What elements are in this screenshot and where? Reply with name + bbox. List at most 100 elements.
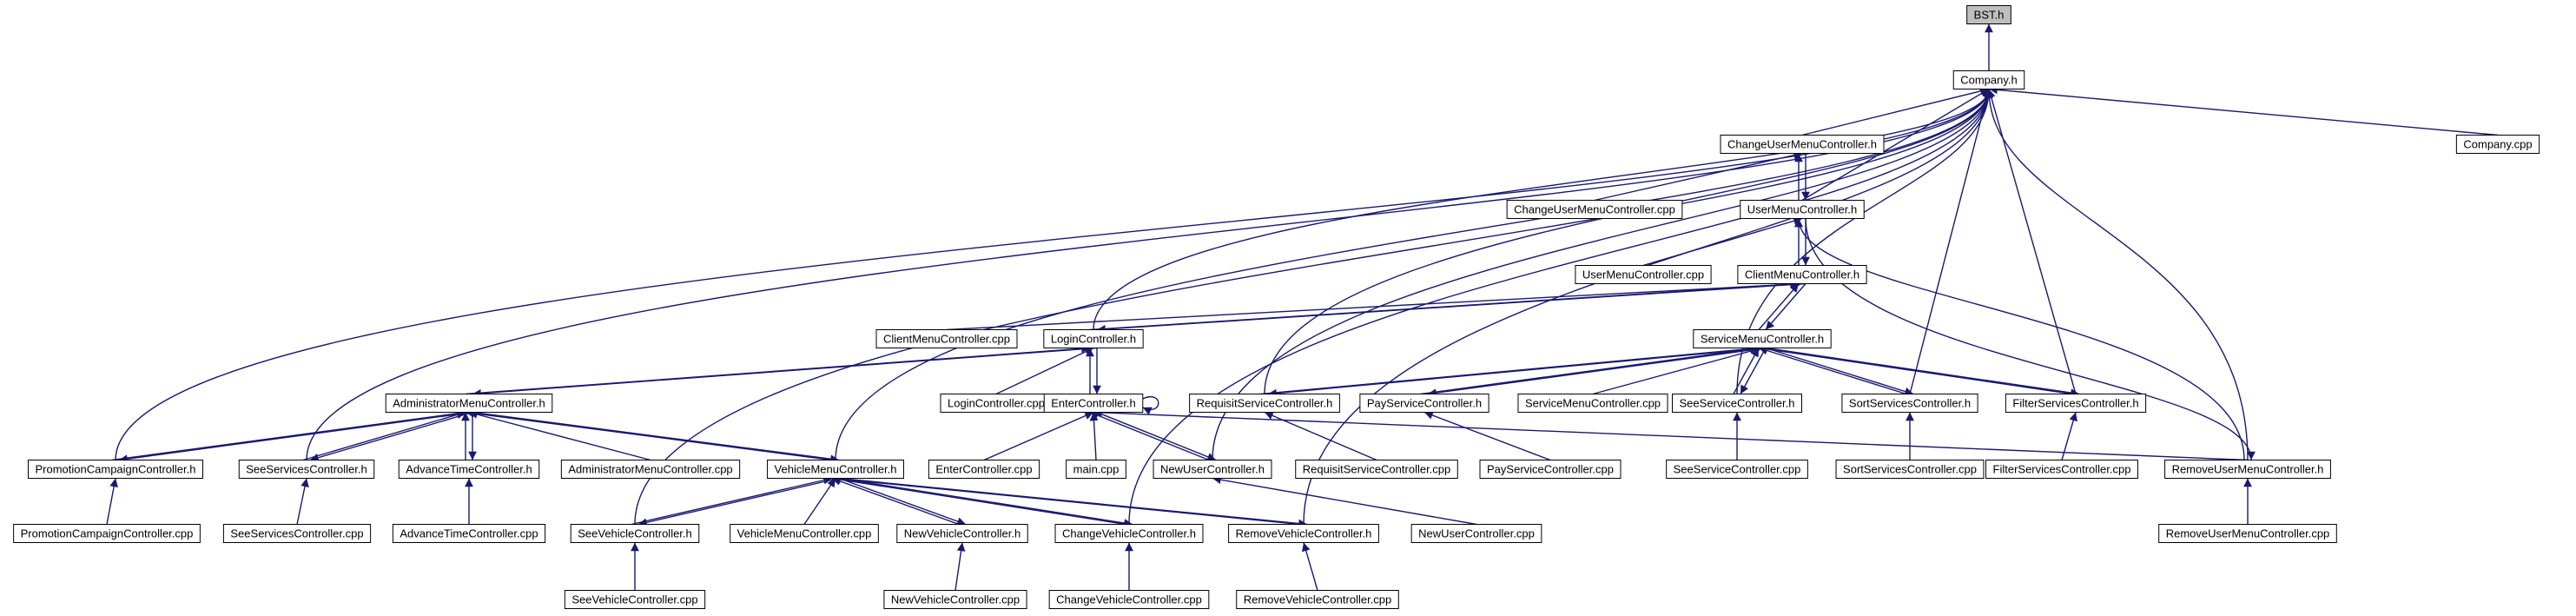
node-change-vehicle-controller-cpp[interactable]: ChangeVehicleController.cpp <box>1048 590 1210 609</box>
node-advance-time-controller-h[interactable]: AdvanceTimeController.h <box>398 460 540 479</box>
edge-see-vehicle-controller-h-to-company-h <box>634 89 1993 525</box>
node-new-user-controller-h[interactable]: NewUserController.h <box>1153 460 1272 479</box>
node-new-vehicle-controller-h[interactable]: NewVehicleController.h <box>896 524 1028 543</box>
node-see-vehicle-controller-cpp[interactable]: SeeVehicleController.cpp <box>564 590 706 609</box>
node-remove-user-menu-controller-cpp[interactable]: RemoveUserMenuController.cpp <box>2158 524 2337 543</box>
node-user-menu-controller-cpp[interactable]: UserMenuController.cpp <box>1575 265 1712 284</box>
node-box <box>1985 460 2138 479</box>
node-label: NewUserController.h <box>1160 463 1265 476</box>
node-enter-controller-h[interactable]: EnterController.h <box>1043 394 1144 413</box>
node-company-cpp[interactable]: Company.cpp <box>2455 135 2540 154</box>
node-box <box>928 460 1040 479</box>
node-label: SeeVehicleController.cpp <box>571 593 697 606</box>
node-filter-services-controller-cpp[interactable]: FilterServicesController.cpp <box>1985 460 2138 479</box>
node-label: ChangeUserMenuController.h <box>1727 138 1877 151</box>
node-remove-vehicle-controller-h[interactable]: RemoveVehicleController.h <box>1228 524 1379 543</box>
node-new-vehicle-controller-cpp[interactable]: NewVehicleController.cpp <box>883 590 1027 609</box>
edge-requisit-service-controller-h-to-service-menu-controller-h <box>1260 344 1760 395</box>
node-vehicle-menu-controller-h[interactable]: VehicleMenuController.h <box>767 460 904 479</box>
node-label: SortServicesController.h <box>1849 397 1971 410</box>
node-enter-controller-cpp[interactable]: EnterController.cpp <box>928 460 1040 479</box>
edge-promotion-campaign-controller-cpp-to-promotion-campaign-controller-h <box>106 478 118 525</box>
node-client-menu-controller-cpp[interactable]: ClientMenuController.cpp <box>875 329 1018 348</box>
node-service-menu-controller-cpp[interactable]: ServiceMenuController.cpp <box>1517 394 1668 413</box>
node-label: PromotionCampaignController.h <box>36 463 196 476</box>
node-administrator-menu-controller-cpp[interactable]: AdministratorMenuController.cpp <box>560 460 741 479</box>
node-box <box>1966 5 2011 24</box>
node-promotion-campaign-controller-h[interactable]: PromotionCampaignController.h <box>28 460 203 479</box>
node-box <box>1737 265 1867 284</box>
edge-requisit-service-controller-cpp-to-requisit-service-controller-h <box>1264 411 1377 461</box>
node-vehicle-menu-controller-cpp[interactable]: VehicleMenuController.cpp <box>730 524 879 543</box>
node-change-user-menu-controller-cpp[interactable]: ChangeUserMenuController.cpp <box>1506 200 1683 219</box>
node-advance-time-controller-cpp[interactable]: AdvanceTimeController.cpp <box>392 524 546 543</box>
node-box <box>1835 460 1985 479</box>
edge-login-controller-h-to-company-h <box>1093 89 1993 330</box>
node-administrator-menu-controller-h[interactable]: AdministratorMenuController.h <box>385 394 553 413</box>
node-see-service-controller-h[interactable]: SeeServiceController.h <box>1672 394 1802 413</box>
node-change-vehicle-controller-h[interactable]: ChangeVehicleController.h <box>1054 524 1204 543</box>
node-requisit-service-controller-cpp[interactable]: RequisitServiceController.cpp <box>1295 460 1458 479</box>
node-sort-services-controller-h[interactable]: SortServicesController.h <box>1841 394 1978 413</box>
node-requisit-service-controller-h[interactable]: RequisitServiceController.h <box>1189 394 1340 413</box>
node-box <box>1189 394 1340 413</box>
edge-service-menu-controller-h-to-pay-service-controller-h <box>1427 347 1767 398</box>
edge-vehicle-menu-controller-h-to-company-h <box>835 89 1993 460</box>
node-label: NewUserController.cpp <box>1418 527 1535 540</box>
edge-client-menu-controller-cpp-to-client-menu-controller-h <box>946 280 1803 331</box>
node-label: Company.h <box>1960 74 2018 87</box>
edge-sort-services-controller-h-to-company-h <box>1909 89 1991 394</box>
node-see-services-controller-cpp[interactable]: SeeServicesController.cpp <box>222 524 372 543</box>
node-see-vehicle-controller-h[interactable]: SeeVehicleController.h <box>570 524 700 543</box>
edge-administrator-menu-controller-h-to-vehicle-menu-controller-h <box>472 411 840 464</box>
edge-user-menu-controller-h-to-company-h <box>1801 88 1990 202</box>
node-sort-services-controller-cpp[interactable]: SortServicesController.cpp <box>1835 460 1985 479</box>
edge-service-menu-controller-h-to-requisit-service-controller-h <box>1267 347 1767 398</box>
node-pay-service-controller-cpp[interactable]: PayServiceController.cpp <box>1479 460 1622 479</box>
node-box <box>1506 200 1683 219</box>
node-box <box>1672 394 1802 413</box>
edge-administrator-menu-controller-h-to-see-services-controller-h <box>309 411 473 462</box>
node-remove-vehicle-controller-cpp[interactable]: RemoveVehicleController.cpp <box>1236 590 1399 609</box>
node-label: ChangeUserMenuController.cpp <box>1514 203 1675 216</box>
node-main-cpp[interactable]: main.cpp <box>1066 460 1126 479</box>
edge-new-user-controller-cpp-to-new-user-controller-h <box>1212 475 1477 526</box>
node-bst-h[interactable]: BST.h <box>1966 5 2011 24</box>
node-box <box>2158 524 2337 543</box>
edges-layer <box>106 23 2499 591</box>
edge-service-menu-controller-h-to-see-service-controller-h <box>1740 348 1767 394</box>
node-pay-service-controller-h[interactable]: PayServiceController.h <box>1359 394 1489 413</box>
edge-pay-service-controller-cpp-to-pay-service-controller-h <box>1423 411 1551 461</box>
node-box <box>398 460 540 479</box>
edge-login-controller-cpp-to-login-controller-h <box>995 347 1094 395</box>
node-see-service-controller-cpp[interactable]: SeeServiceController.cpp <box>1666 460 1808 479</box>
node-service-menu-controller-h[interactable]: ServiceMenuController.h <box>1693 329 1832 348</box>
node-box <box>1153 460 1272 479</box>
node-user-menu-controller-h[interactable]: UserMenuController.h <box>1740 200 1865 219</box>
node-change-user-menu-controller-h[interactable]: ChangeUserMenuController.h <box>1720 135 1885 154</box>
edge-change-vehicle-controller-h-to-company-h <box>1128 89 1993 525</box>
node-box <box>570 524 700 543</box>
edge-see-services-controller-h-to-administrator-menu-controller-h <box>302 410 466 461</box>
node-label: ClientMenuController.cpp <box>883 333 1010 346</box>
node-box <box>392 524 546 543</box>
node-login-controller-h[interactable]: LoginController.h <box>1043 329 1144 348</box>
node-new-user-controller-cpp[interactable]: NewUserController.cpp <box>1410 524 1542 543</box>
node-see-services-controller-h[interactable]: SeeServicesController.h <box>238 460 375 479</box>
edge-vehicle-menu-controller-h-to-see-vehicle-controller-h <box>637 477 840 527</box>
edge-pay-service-controller-h-to-service-menu-controller-h <box>1420 344 1760 395</box>
node-promotion-campaign-controller-cpp[interactable]: PromotionCampaignController.cpp <box>13 524 201 543</box>
node-box <box>767 460 904 479</box>
node-client-menu-controller-h[interactable]: ClientMenuController.h <box>1737 265 1867 284</box>
edge-promotion-campaign-controller-h-to-administrator-menu-controller-h <box>111 408 466 461</box>
node-label: PayServiceController.h <box>1367 397 1482 410</box>
node-remove-user-menu-controller-h[interactable]: RemoveUserMenuController.h <box>2164 460 2331 479</box>
node-label: main.cpp <box>1073 463 1120 476</box>
node-filter-services-controller-h[interactable]: FilterServicesController.h <box>2005 394 2147 413</box>
node-login-controller-cpp[interactable]: LoginController.cpp <box>940 394 1053 413</box>
node-company-h[interactable]: Company.h <box>1952 70 2025 89</box>
node-box <box>1666 460 1808 479</box>
nodes-layer: BST.hCompany.hCompany.cppChangeUserMenuC… <box>13 5 2540 609</box>
node-box <box>2164 460 2331 479</box>
